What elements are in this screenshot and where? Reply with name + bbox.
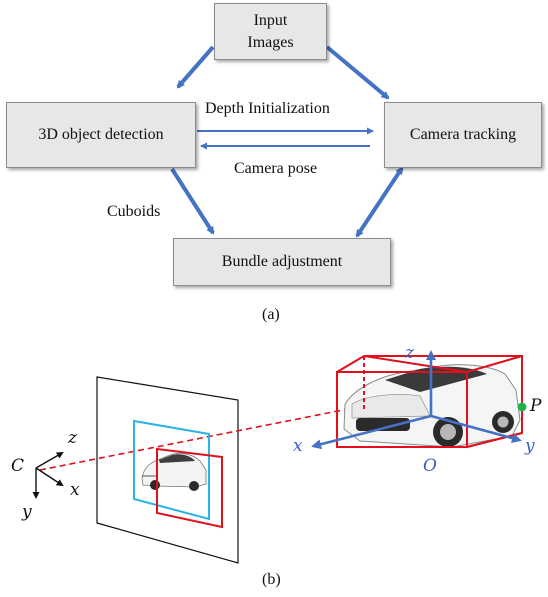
label-point-P: P xyxy=(530,396,542,416)
object-x-axis xyxy=(311,414,432,450)
projection-ray xyxy=(39,406,359,471)
pipeline-arrows xyxy=(170,45,404,238)
label-camera-z: z xyxy=(68,428,77,448)
label-object-x: x xyxy=(293,436,303,456)
cuboid-3d xyxy=(336,355,523,449)
projected-2d-bbox xyxy=(133,419,210,521)
label-depth-initialization: Depth Initialization xyxy=(205,100,330,117)
arrow-bundle-tracking xyxy=(355,166,404,238)
arrow-input-to-detection xyxy=(176,45,215,89)
caption-b: (b) xyxy=(262,571,281,588)
label-origin-O: O xyxy=(423,456,437,476)
label-camera-y: y xyxy=(22,502,32,522)
node-input-images: Input Images xyxy=(214,3,327,60)
node-3d-object-detection: 3D object detection xyxy=(6,102,196,168)
camera-z-axis xyxy=(35,452,64,469)
label-camera-pose: Camera pose xyxy=(234,160,318,177)
label-cuboids: Cuboids xyxy=(107,203,161,220)
projected-cuboid-face xyxy=(156,447,223,529)
node-bundle-adjustment: Bundle adjustment xyxy=(173,238,391,286)
label-camera-x: x xyxy=(70,480,80,500)
point-p-marker xyxy=(517,402,527,412)
arrow-input-to-tracking xyxy=(325,45,390,100)
node-camera-tracking: Camera tracking xyxy=(384,102,542,168)
label-camera-center-C: C xyxy=(11,456,25,476)
caption-a: (a) xyxy=(262,306,280,323)
label-object-z: z xyxy=(405,343,414,363)
arrow-cuboids xyxy=(170,167,215,235)
object-y-axis xyxy=(430,414,522,443)
label-object-y: y xyxy=(525,436,535,456)
camera-x-axis xyxy=(35,467,64,487)
